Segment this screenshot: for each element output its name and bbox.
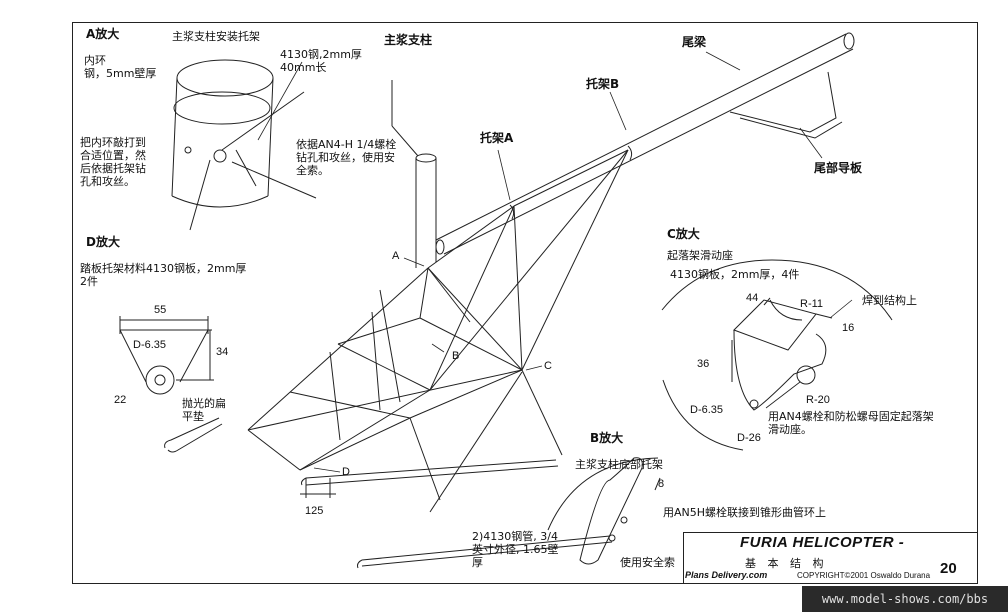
point-a-label: A	[392, 250, 400, 262]
dim-r20: R-20	[806, 394, 830, 406]
skid-slide-label: 起落架滑动座	[667, 249, 733, 262]
point-b-label: B	[452, 350, 460, 362]
dim-d26: D-26	[737, 432, 761, 444]
dim-c-d635: D-6.35	[690, 404, 724, 416]
tail-boom	[435, 32, 855, 255]
dim-44: 44	[746, 292, 759, 304]
leader-lines	[257, 51, 853, 473]
main-mast-mount-label: 主浆支柱安装托架	[172, 30, 260, 43]
dim-55: 55	[154, 304, 167, 316]
dim-r11: R-11	[800, 298, 824, 310]
copyright-text: COPYRIGHT©2001 Oswaldo Durana	[797, 571, 931, 580]
dim-36: 36	[697, 358, 710, 370]
drill-tap-note: 把内环敲打到 合适位置，然 后依据托架钻 孔和攻丝。	[80, 136, 146, 188]
polished-washer-label: 抛光的扁 平垫	[182, 397, 226, 423]
b-enlarged-detail	[547, 457, 661, 565]
dim-22: 22	[114, 394, 127, 406]
point-d-label: D	[342, 466, 350, 478]
dim-16: 16	[842, 322, 855, 334]
d-enlarge-title: D放大	[86, 235, 120, 249]
truss-frame	[247, 149, 629, 471]
an4-note: 依据AN4-H 1/4螺栓 钻孔和攻丝，使用安 全索。	[296, 138, 397, 177]
b-enlarge-title: B放大	[590, 431, 624, 445]
safety-wire-label: 使用安全索	[620, 556, 675, 569]
weld-note: 焊到结构上	[862, 294, 917, 307]
tail-guide-label: 尾部导板	[814, 161, 863, 175]
tail-guide	[729, 71, 843, 139]
inner-ring-label: 内环 钢，5mm壁厚	[84, 54, 157, 80]
dim-34: 34	[216, 346, 229, 358]
main-mast-label: 主浆支柱	[384, 33, 433, 47]
main-mast	[391, 80, 437, 268]
an5h-note: 用AN5H螺栓联接到锥形曲管环上	[663, 506, 827, 519]
pedal-bracket-label: 踏板托架材料4130钢板，2mm厚 2件	[80, 262, 247, 288]
an4-nut-note: 用AN4螺栓和防松螺母固定起落架 滑动座。	[768, 410, 934, 436]
dim-125	[300, 478, 336, 498]
d-enlarged-detail	[119, 316, 223, 453]
c-enlarge-title: C放大	[667, 227, 700, 241]
dim-125: 125	[305, 505, 324, 517]
c-enlarged-detail	[661, 259, 893, 451]
a-enlarged-detail	[171, 59, 317, 231]
bracket-b-label: 托架B	[586, 77, 620, 91]
steel-4130-label: 4130钢,2mm厚 40mm长	[280, 48, 362, 74]
a-enlarge-title: A放大	[86, 27, 120, 41]
dim-8: 8	[658, 478, 665, 490]
watermark: www.model-shows.com/bbs	[802, 586, 1008, 612]
point-c-label: C	[544, 360, 552, 372]
c-plate-label: 4130钢板，2mm厚，4件	[670, 268, 800, 281]
dim-d635: D-6.35	[133, 339, 167, 351]
drawing-title: FURIA HELICOPTER -	[740, 534, 905, 551]
title-block	[683, 532, 978, 584]
plans-brand: Plans Delivery.com	[685, 570, 768, 580]
drawing-border	[72, 22, 978, 584]
drawing-subtitle: 基 本 结 构	[745, 557, 828, 570]
mast-bottom-label: 主浆支柱底部托架	[575, 458, 663, 471]
tail-boom-label: 尾梁	[682, 35, 707, 49]
page-number: 20	[940, 560, 957, 577]
bracket-a-label: 托架A	[480, 131, 514, 145]
landing-skids	[301, 369, 613, 569]
tube-note: 2)4130钢管, 3/4 英寸外径, 1.65壁 厚	[472, 530, 559, 569]
